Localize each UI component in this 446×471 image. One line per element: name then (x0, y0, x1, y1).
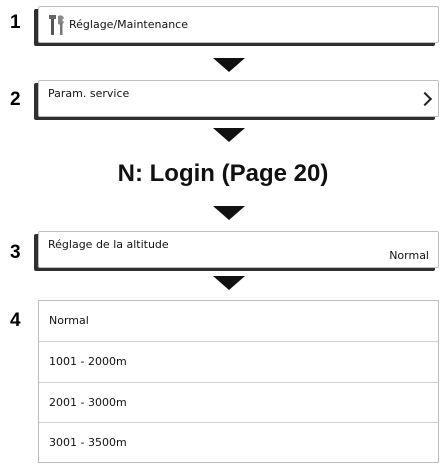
step-number-2: 2 (10, 89, 21, 110)
altitude-option-list: Normal 1001 - 2000m 2001 - 3000m 3001 - … (38, 300, 439, 463)
down-arrow-icon (213, 206, 245, 220)
altitude-option-normal[interactable]: Normal (39, 301, 438, 342)
maintenance-button[interactable]: Réglage/Maintenance (38, 6, 439, 43)
step-number-3: 3 (10, 242, 21, 263)
down-arrow-icon (213, 128, 245, 142)
altitude-option-1001-2000[interactable]: 1001 - 2000m (39, 342, 438, 383)
service-settings-label: Param. service (48, 87, 130, 100)
altitude-option-2001-3000[interactable]: 2001 - 3000m (39, 383, 438, 424)
altitude-setting-button[interactable]: Réglage de la altitude Normal (38, 231, 439, 268)
chevron-right-icon (417, 91, 433, 107)
altitude-current-value: Normal (389, 249, 429, 262)
down-arrow-icon (213, 276, 245, 290)
service-settings-button[interactable]: Param. service (38, 80, 439, 117)
altitude-setting-label: Réglage de la altitude (48, 238, 169, 251)
step-number-4: 4 (10, 310, 21, 331)
wrench-icon (49, 15, 64, 35)
step-number-1: 1 (10, 12, 21, 33)
login-instruction: N: Login (Page 20) (117, 160, 329, 187)
down-arrow-icon (213, 58, 245, 72)
altitude-option-3001-3500[interactable]: 3001 - 3500m (49, 436, 127, 450)
maintenance-label: Réglage/Maintenance (69, 18, 188, 31)
